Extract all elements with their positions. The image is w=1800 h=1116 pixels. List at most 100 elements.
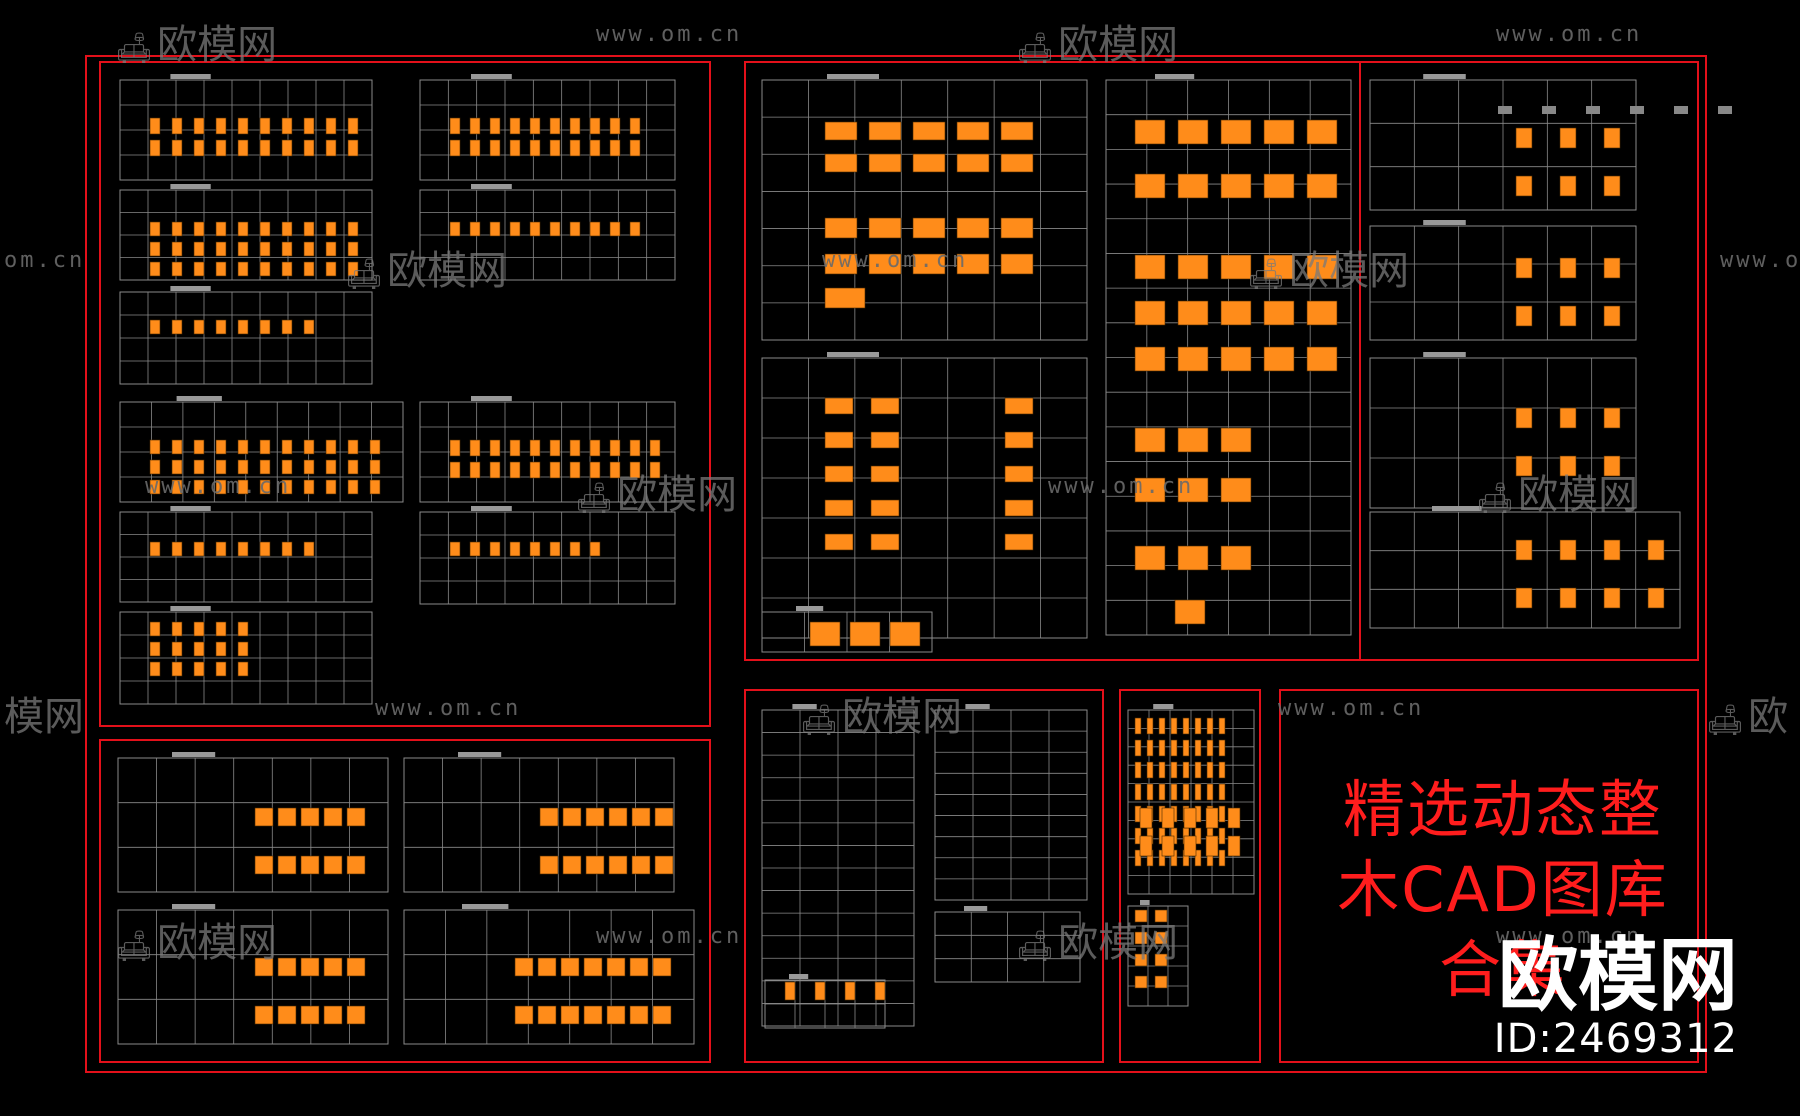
cad-table <box>117 909 389 1045</box>
cad-block <box>585 807 605 827</box>
cad-block <box>868 153 902 173</box>
cad-block <box>149 139 161 157</box>
cad-block <box>1220 254 1252 280</box>
cad-block <box>870 499 900 517</box>
cad-block <box>1134 739 1142 757</box>
cad-block <box>171 661 183 677</box>
cad-block <box>1177 119 1209 145</box>
cad-block <box>303 459 315 475</box>
cad-block <box>549 139 561 157</box>
cad-block <box>149 261 161 277</box>
cad-block <box>1220 300 1252 326</box>
table-header-bar <box>964 906 988 911</box>
cad-block <box>193 439 205 455</box>
cad-block <box>1263 119 1295 145</box>
cad-block <box>254 957 274 977</box>
cad-block <box>529 221 541 237</box>
cad-block <box>259 459 271 475</box>
cad-block <box>654 807 674 827</box>
cad-block <box>649 461 661 479</box>
cad-block <box>1134 975 1148 989</box>
table-header-bar <box>176 396 222 401</box>
cad-block <box>1183 807 1197 829</box>
cad-block <box>449 117 461 135</box>
cad-block <box>1004 465 1034 483</box>
cad-block <box>259 117 271 135</box>
cad-block <box>1218 717 1226 735</box>
cad-block <box>171 459 183 475</box>
cad-block <box>1515 539 1533 561</box>
cad-block <box>569 541 581 557</box>
cad-block <box>325 439 337 455</box>
cad-block <box>1139 807 1153 829</box>
cad-block <box>193 139 205 157</box>
table-header-bar <box>827 74 879 79</box>
cad-block <box>1146 761 1154 779</box>
cad-block <box>237 261 249 277</box>
watermark-logo: 🛋欧模网 <box>115 920 278 966</box>
cad-block <box>347 261 359 277</box>
cad-block <box>824 121 858 141</box>
cad-block <box>1170 717 1178 735</box>
cad-block <box>171 117 183 135</box>
cad-block <box>215 459 227 475</box>
cad-block <box>149 439 161 455</box>
cad-block <box>325 117 337 135</box>
cad-block <box>347 221 359 237</box>
cad-block <box>1004 533 1034 551</box>
cad-block <box>237 621 249 637</box>
cad-block <box>303 221 315 237</box>
cad-block <box>1134 761 1142 779</box>
cad-block <box>1154 931 1168 945</box>
cad-block <box>1170 761 1178 779</box>
cad-block <box>237 661 249 677</box>
cad-block <box>303 541 315 557</box>
cad-block <box>1218 805 1226 823</box>
cad-block <box>300 957 320 977</box>
cad-block <box>1134 254 1166 280</box>
cad-block <box>1134 931 1148 945</box>
cad-block <box>560 1005 580 1025</box>
cad-block <box>323 807 343 827</box>
cad-block <box>1515 127 1533 149</box>
cad-block <box>277 1005 297 1025</box>
cad-block <box>469 541 481 557</box>
cad-block <box>215 241 227 257</box>
cad-block <box>1206 717 1214 735</box>
cad-block <box>149 641 161 657</box>
cad-block <box>509 461 521 479</box>
cad-block <box>824 397 854 415</box>
cad-block <box>215 479 227 495</box>
cad-table <box>403 909 695 1045</box>
watermark-url: www.om.cn <box>596 22 743 47</box>
cad-table <box>403 757 675 893</box>
cad-block <box>1161 807 1175 829</box>
cad-block <box>912 153 946 173</box>
cad-block <box>1559 257 1577 279</box>
cad-block <box>606 957 626 977</box>
cad-block <box>1559 455 1577 477</box>
cad-block <box>369 439 381 455</box>
cad-block <box>149 117 161 135</box>
cad-block <box>347 479 359 495</box>
cad-block <box>784 981 796 1001</box>
cad-block <box>1134 119 1166 145</box>
table-header-bar <box>172 752 216 757</box>
cad-block <box>303 241 315 257</box>
cad-block <box>254 807 274 827</box>
cad-block <box>347 459 359 475</box>
cad-block <box>1158 761 1166 779</box>
cad-block <box>509 139 521 157</box>
cad-block <box>514 957 534 977</box>
cad-block <box>569 117 581 135</box>
cad-block <box>912 121 946 141</box>
cad-block <box>1647 587 1665 609</box>
cad-block <box>149 221 161 237</box>
table-header-bar <box>471 396 512 401</box>
cad-block <box>956 121 990 141</box>
cad-block <box>1146 739 1154 757</box>
cad-block <box>171 261 183 277</box>
cad-block <box>193 661 205 677</box>
cad-block <box>1218 849 1226 867</box>
